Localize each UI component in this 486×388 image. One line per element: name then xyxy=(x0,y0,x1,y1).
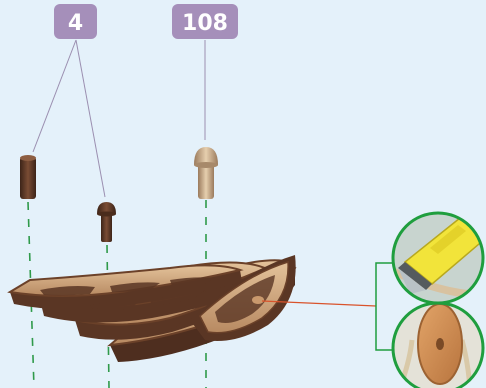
detail-bracket xyxy=(376,263,392,350)
disc-detail-callout xyxy=(393,303,483,388)
badge-label: 108 xyxy=(182,11,228,36)
knife-detail-callout xyxy=(393,213,486,303)
leader-lines xyxy=(33,40,205,197)
badge-label: 4 xyxy=(68,11,83,36)
callout-badge-4: 4 xyxy=(54,4,97,39)
mounting-hole xyxy=(252,296,264,304)
peg-short-icon xyxy=(20,155,36,199)
leader-line xyxy=(76,40,105,197)
peg-capped-icon xyxy=(97,202,116,242)
peg-capped-icon xyxy=(194,147,218,199)
callout-badge-108: 108 xyxy=(172,4,238,39)
leader-line xyxy=(33,40,76,152)
boat-model-icon xyxy=(10,255,296,362)
